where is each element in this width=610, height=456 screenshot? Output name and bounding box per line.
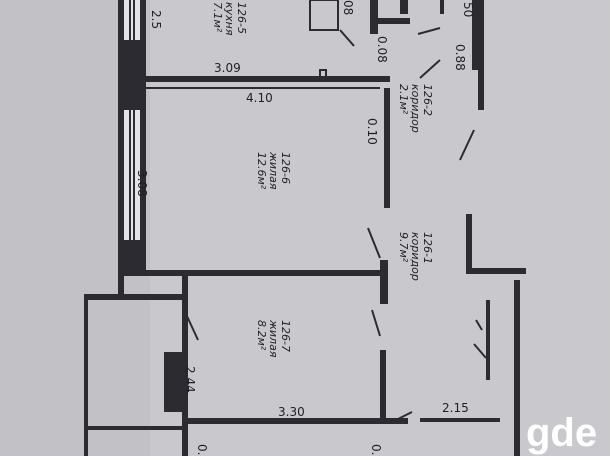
door-kitchen xyxy=(339,29,355,47)
dim-0b: 0. xyxy=(195,444,209,455)
watermark-logo: gde xyxy=(526,411,597,455)
wall-notch-top xyxy=(118,270,188,276)
room-label-126-1: 126-1 коридор 9.7м² xyxy=(397,232,434,281)
wall-pier-2 xyxy=(124,240,140,270)
svg-text:жилая: жилая xyxy=(267,319,280,358)
dim-330: 3.30 xyxy=(278,405,305,419)
svg-text:8.2м²: 8.2м² xyxy=(255,320,268,351)
door-right-2 xyxy=(475,319,483,331)
window-mid xyxy=(124,110,140,240)
dim-010: 0.10 xyxy=(365,118,379,145)
vent-box xyxy=(319,69,327,81)
stair-line xyxy=(486,300,490,380)
partition-bottom-left xyxy=(84,426,184,430)
corridor-wall-mid xyxy=(380,260,388,304)
wall-notch-bottom xyxy=(84,294,184,300)
svg-text:126-5: 126-5 xyxy=(235,2,248,34)
door-balcony xyxy=(185,313,199,341)
right-wall-top xyxy=(472,0,478,70)
door-room-7 xyxy=(371,309,381,337)
corridor-wall-upper xyxy=(384,88,390,208)
door-right xyxy=(473,343,487,359)
top-stub xyxy=(440,0,444,14)
door-corridor-3 xyxy=(459,129,475,161)
svg-text:2.1м²: 2.1м² xyxy=(397,84,410,115)
partition-rooms xyxy=(188,270,388,276)
svg-text:жилая: жилая xyxy=(267,151,280,190)
corridor-wall-lower xyxy=(380,350,386,420)
room-label-126-2: 126-2 коридор 2.1м² xyxy=(397,84,434,133)
svg-text:7.1м²: 7.1м² xyxy=(211,2,224,33)
dim-244: 2.44 xyxy=(183,366,197,393)
balcony-wall xyxy=(84,294,88,456)
door-corridor-top xyxy=(417,27,441,35)
right-wall-bottom xyxy=(420,418,500,422)
svg-text:126-6: 126-6 xyxy=(279,152,292,184)
dim-008b: 08 xyxy=(341,0,355,15)
dim-0a: 0. xyxy=(369,444,383,455)
right-wall-lower xyxy=(514,280,520,456)
wall-notch-right xyxy=(182,270,188,310)
wall-pier-1 xyxy=(124,40,140,110)
dim-088: 0.88 xyxy=(453,44,467,71)
window-top xyxy=(124,0,140,40)
outer-wall-left xyxy=(118,0,124,300)
top-wall-stub2 xyxy=(374,18,410,24)
partition-bottom xyxy=(188,418,408,424)
door-room-6 xyxy=(367,227,381,259)
dim-308: 3.08 xyxy=(135,170,149,197)
svg-text:9.7м²: 9.7м² xyxy=(397,232,410,263)
right-wall-shelf xyxy=(466,268,526,274)
partition-kitchen xyxy=(140,76,390,82)
door-bottom xyxy=(395,411,413,421)
outer-wall-lower xyxy=(182,310,188,456)
dim-top-left: 2.5 xyxy=(149,10,163,29)
top-wall-stub xyxy=(370,0,378,34)
door-corridor-2 xyxy=(419,59,441,79)
top-wall-stub3 xyxy=(400,0,408,14)
dim-215: 2.15 xyxy=(442,401,469,415)
svg-text:12.6м²: 12.6м² xyxy=(255,152,268,190)
right-wall-top2 xyxy=(478,0,484,110)
dim-050: 50 xyxy=(461,2,475,17)
outer-wall-left-inner xyxy=(140,0,146,270)
svg-text:126-1: 126-1 xyxy=(421,232,434,264)
room-label-126-5: 126-5 кухня 7.1м² xyxy=(211,2,248,36)
svg-text:126-7: 126-7 xyxy=(279,320,292,352)
dim-309: 3.09 xyxy=(214,61,241,75)
dim-008: 0.08 xyxy=(375,36,389,63)
dim-410: 4.10 xyxy=(246,91,273,105)
room-label-126-7: 126-7 жилая 8.2м² xyxy=(255,319,292,358)
sink-fixture xyxy=(309,0,339,31)
room-label-126-6: 126-6 жилая 12.6м² xyxy=(255,151,292,190)
svg-text:126-2: 126-2 xyxy=(421,84,434,116)
svg-text:коридор: коридор xyxy=(409,232,422,281)
svg-text:кухня: кухня xyxy=(223,2,236,36)
right-wall-mid xyxy=(466,214,472,274)
svg-text:коридор: коридор xyxy=(409,84,422,133)
